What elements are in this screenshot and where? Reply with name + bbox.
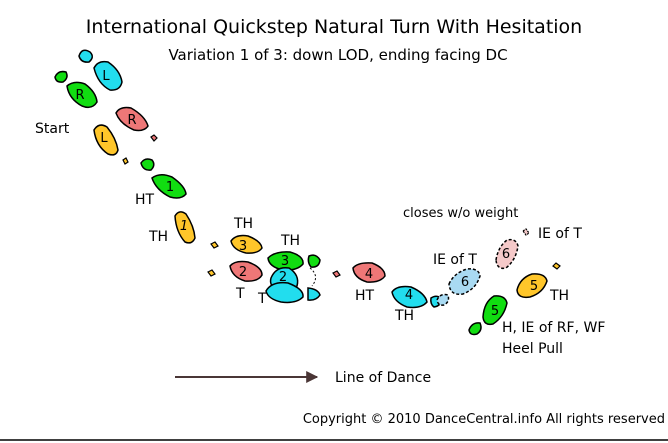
footprint-step-6-blue: 6 [436,268,481,306]
svg-text:2: 2 [239,265,247,280]
label-heel-pull: Heel Pull [502,341,563,357]
svg-text:3: 3 [239,239,247,254]
line-of-dance-label: Line of Dance [335,370,431,386]
label-closes-without-weight: closes w/o weight [403,206,518,221]
diagram-title: International Quickstep Natural Turn Wit… [86,16,582,38]
label-ie-of-t-1: IE of T [433,252,477,268]
svg-text:5: 5 [530,279,538,294]
footprint-start-left-bottom: L [93,124,129,165]
label-ie-of-t-2: IE of T [538,226,582,242]
svg-text:1: 1 [166,180,174,195]
footprint-step-2-pink: 2 [229,260,263,282]
label-t-1: T [235,286,245,302]
label-th-2: TH [233,216,253,232]
label-h-ie-rf-wf: H, IE of RF, WF [502,320,605,336]
svg-text:4: 4 [365,267,373,282]
label-th-1: TH [148,229,168,245]
svg-text:6: 6 [461,275,469,290]
footprint-step-4-cyan: 4 [391,285,443,309]
footprint-step-3-green: 3 [267,251,321,271]
label-th-3: TH [280,233,300,249]
footprint-step-1-yellow: 1 [174,211,219,249]
svg-text:R: R [127,113,136,128]
turn-arc [309,267,316,287]
footprint-start-right-pink: R [115,106,158,142]
footprint-step-4-pink: 4 [352,262,386,283]
footprint-start-left-top: L [78,49,123,91]
footprint-step-1-green: 1 [140,158,187,199]
svg-text:4: 4 [405,288,413,303]
start-label: Start [35,121,70,137]
svg-text:L: L [100,131,108,146]
label-th-4: TH [394,308,414,324]
svg-text:1: 1 [180,219,188,234]
heel-marker-pink [332,270,341,278]
diagram-subtitle: Variation 1 of 3: down LOD, ending facin… [168,46,507,64]
copyright-notice: Copyright © 2010 DanceCentral.info All r… [303,412,665,427]
label-ht-2: HT [355,288,375,304]
svg-text:5: 5 [491,304,499,319]
footprint-heel-marker [207,269,216,277]
label-t-2: T [257,291,267,307]
svg-text:3: 3 [281,254,289,269]
footprint-step-5-yellow: 5 [516,262,561,299]
svg-text:R: R [75,88,84,103]
svg-text:2: 2 [279,270,287,285]
footprint-start-right-top: R [54,70,98,109]
footprint-step-2-cyan: 2 [265,266,321,304]
footprint-step-6-pink: 6 [495,228,530,270]
label-th-5: TH [549,288,569,304]
label-ht-1: HT [135,192,155,208]
svg-text:L: L [102,69,110,84]
footprint-step-5-green: 5 [468,295,508,336]
footprint-step-3-yellow: 3 [230,234,263,254]
svg-text:6: 6 [502,247,510,262]
